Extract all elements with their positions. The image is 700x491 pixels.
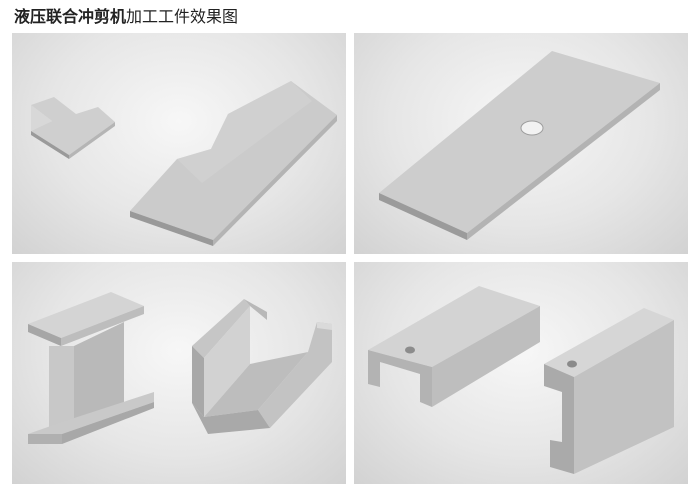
- panel-bottom-left-art: [28, 292, 332, 444]
- panel-top-right: [354, 33, 688, 254]
- channel-section: [192, 299, 332, 434]
- panel-top-left-art: [31, 81, 337, 246]
- small-notched-plate: [31, 97, 115, 159]
- punched-hole: [567, 360, 577, 368]
- page-title-normal: 加工工件效果图: [126, 7, 239, 26]
- panel-bottom-left: [12, 262, 346, 484]
- punched-flat-plate: [379, 51, 660, 240]
- punched-channel-upright: [544, 308, 674, 474]
- panel-bottom-right-art: [368, 286, 674, 474]
- page-title: 液压联合冲剪机加工工件效果图: [14, 5, 238, 29]
- punched-hole: [520, 120, 544, 136]
- i-beam-section: [28, 292, 154, 444]
- page-title-bold: 液压联合冲剪机: [14, 7, 127, 26]
- angled-cut-plate: [130, 81, 337, 246]
- punched-hole: [405, 346, 415, 354]
- panel-top-left: [12, 33, 346, 254]
- punched-channel: [368, 286, 540, 407]
- panel-bottom-right: [354, 262, 688, 484]
- panel-top-right-art: [379, 51, 660, 240]
